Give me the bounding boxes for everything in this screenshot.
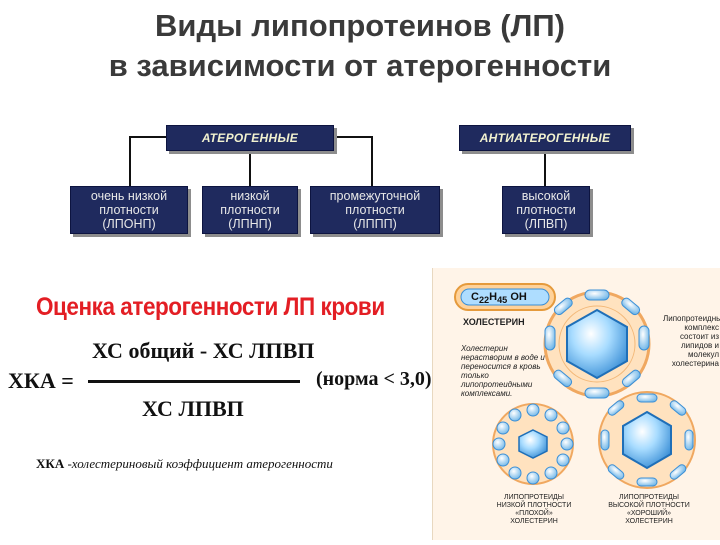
category-hdl: высокой плотности (ЛПВП) — [502, 186, 590, 234]
category-idl-line2: плотности — [345, 203, 405, 217]
cholesterol-label: ХОЛЕСТЕРИН — [463, 317, 525, 327]
solubility-note: Холестерин нерастворим в воде и переноси… — [461, 344, 545, 398]
formula-c: C — [471, 291, 479, 303]
formula-h-sub: 45 — [497, 295, 508, 306]
category-hdl-line2: плотности — [516, 203, 576, 217]
formula-capsule-inner — [460, 288, 550, 306]
category-idl-line1: промежуточной — [329, 189, 421, 203]
category-ldl-line1: низкой — [230, 189, 270, 203]
lipoprotein-complex-particle — [543, 289, 651, 399]
assessment-heading: Оценка атерогенности ЛП крови — [36, 293, 385, 321]
formula-oh: OH — [507, 291, 527, 303]
fraction-bar — [88, 380, 300, 383]
category-vldl-line1: очень низкой — [90, 189, 168, 203]
category-ldl-line3: (ЛПНП) — [228, 217, 272, 231]
category-hdl-line3: (ЛПВП) — [524, 217, 568, 231]
footnote-text: -холестериновый коэффициент атерогенност… — [64, 456, 333, 471]
cholesterol-formula: C22H45 OH — [471, 291, 527, 306]
complex-note: Липопротеидный комплекс состоит из липид… — [663, 314, 720, 368]
connector-right-v — [371, 136, 373, 186]
title-line-2: в зависимости от атерогенности — [108, 48, 612, 83]
category-idl: промежуточной плотности (ЛППП) — [310, 186, 440, 234]
title-line-1: Виды липопротеинов (ЛП) — [155, 8, 565, 43]
formula-norm: (норма < 3,0) — [316, 368, 432, 390]
connector-mid-v — [249, 149, 251, 186]
connector-left-h — [129, 136, 166, 138]
connector-hdl-v — [544, 149, 546, 186]
ldl-particle — [492, 403, 574, 485]
category-ldl: низкой плотности (ЛПНП) — [202, 186, 298, 234]
category-vldl-line3: (ЛПОНП) — [102, 217, 156, 231]
lipoprotein-illustration-panel: C22H45 OH ХОЛЕСТЕРИН Липопротеидный комп… — [432, 268, 720, 540]
footnote-term: ХКА — [36, 456, 65, 471]
formula-denominator: ХС ЛПВП — [142, 396, 244, 421]
formula-c-sub: 22 — [478, 295, 490, 306]
atherogenic-group-box: АТЕРОГЕННЫЕ — [166, 125, 334, 151]
hdl-label: ЛИПОПРОТЕИДЫ ВЫСОКОЙ ПЛОТНОСТИ «ХОРОШИЙ»… — [608, 494, 690, 525]
formula-numerator: ХС общий - ХС ЛПВП — [92, 338, 315, 363]
category-hdl-line1: высокой — [521, 189, 571, 203]
ldl-label: ЛИПОПРОТЕИДЫ НИЗКОЙ ПЛОТНОСТИ «ПЛОХОЙ» Х… — [496, 494, 572, 525]
formula-h: H — [489, 291, 498, 303]
category-vldl: очень низкой плотности (ЛПОНП) — [70, 186, 188, 234]
category-ldl-line2: плотности — [220, 203, 280, 217]
lipoprotein-illustration — [454, 283, 696, 489]
hdl-particle — [598, 391, 696, 489]
footnote: ХКА -холестериновый коэффициент атероген… — [36, 456, 333, 472]
antiatherogenic-group-box: АНТИАТЕРОГЕННЫЕ — [459, 125, 631, 151]
formula-lhs: ХКА = — [8, 368, 74, 393]
connector-right-h — [333, 136, 373, 138]
connector-left-v — [129, 136, 131, 186]
category-idl-line3: (ЛППП) — [353, 217, 397, 231]
category-vldl-line2: плотности — [99, 203, 159, 217]
